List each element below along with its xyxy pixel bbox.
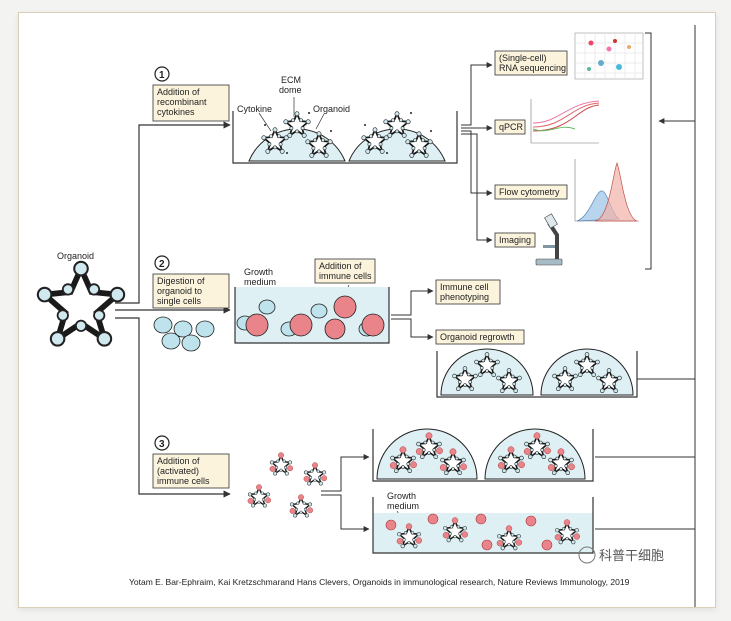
microscope-icon	[535, 213, 563, 266]
svg-text:Flow cytometry: Flow cytometry	[499, 187, 560, 197]
step-2: 2 Digestion of organoid to single cells	[152, 255, 230, 309]
svg-text:medium: medium	[387, 501, 419, 511]
svg-text:(Single-cell): (Single-cell)	[499, 53, 547, 63]
flow-histogram-icon	[574, 159, 639, 222]
output-phenotyping: Immune cell phenotyping	[435, 279, 501, 305]
svg-text:Organoid: Organoid	[313, 104, 350, 114]
svg-text:medium: medium	[244, 277, 276, 287]
svg-text:Addition of: Addition of	[157, 456, 200, 466]
citation: Yotam E. Bar-Ephraim, Kai Kretzschmarand…	[129, 577, 630, 587]
svg-text:Growth: Growth	[244, 267, 273, 277]
rna-heatmap-icon	[574, 32, 644, 80]
svg-text:(activated): (activated)	[157, 466, 199, 476]
step-1: 1 Addition of recombinant cytokines	[152, 66, 230, 122]
immune-dome-dish	[372, 428, 594, 482]
immune-organoid-cluster	[248, 453, 327, 518]
regrowth-dish	[436, 348, 638, 398]
svg-text:Immune cell: Immune cell	[440, 282, 489, 292]
qpcr-curves-icon	[530, 99, 600, 144]
svg-text:Digestion of: Digestion of	[157, 276, 205, 286]
dish3-output-lines	[321, 454, 370, 532]
diagram-canvas: Organoid 1 Addition of recombinant cytok…	[19, 25, 696, 607]
svg-text:2: 2	[159, 259, 165, 270]
immune-medium-dish: Growth medium	[372, 491, 594, 554]
svg-text:organoid to: organoid to	[157, 286, 202, 296]
organoid-label: Organoid	[57, 251, 94, 261]
svg-text:phenotyping: phenotyping	[440, 292, 489, 302]
output-regrowth: Organoid regrowth	[435, 329, 525, 345]
svg-text:Cytokine: Cytokine	[237, 104, 272, 114]
source-organoid: Organoid	[38, 251, 124, 346]
svg-text:RNA sequencing: RNA sequencing	[499, 63, 566, 73]
branch-lines	[115, 121, 231, 498]
dish1-output-lines	[461, 62, 493, 243]
svg-text:immune cells: immune cells	[319, 271, 372, 281]
svg-text:ECM: ECM	[281, 75, 301, 85]
output-rna: (Single-cell) RNA sequencing	[494, 50, 568, 76]
feedback-lines	[595, 25, 696, 607]
immune-dish: Growth medium Addition of immune cells	[234, 258, 390, 344]
svg-text:科普干细胞: 科普干细胞	[599, 549, 664, 564]
svg-text:qPCR: qPCR	[499, 122, 524, 132]
dish2-output-lines	[391, 288, 434, 340]
svg-text:immune cells: immune cells	[157, 476, 210, 486]
figure-frame: Organoid 1 Addition of recombinant cytok…	[18, 12, 716, 608]
svg-text:single cells: single cells	[157, 296, 202, 306]
output-flow: Flow cytometry	[494, 184, 568, 200]
dome-dish-1: ECM dome Cytokine Organoid	[232, 75, 458, 164]
step-3: 3 Addition of (activated) immune cells	[152, 435, 230, 489]
single-cells	[153, 316, 215, 352]
svg-text:Imaging: Imaging	[499, 235, 531, 245]
svg-text:Addition of: Addition of	[157, 87, 200, 97]
output-imaging: Imaging	[494, 232, 536, 248]
svg-text:Addition of: Addition of	[319, 261, 362, 271]
svg-text:1: 1	[159, 70, 165, 81]
svg-text:3: 3	[159, 439, 165, 450]
svg-text:Growth: Growth	[387, 491, 416, 501]
svg-text:Organoid regrowth: Organoid regrowth	[440, 332, 515, 342]
svg-text:dome: dome	[279, 85, 302, 95]
svg-text:recombinant: recombinant	[157, 97, 207, 107]
output-qpcr: qPCR	[494, 119, 526, 135]
svg-text:cytokines: cytokines	[157, 107, 195, 117]
watermark: 科普干细胞	[578, 546, 664, 564]
